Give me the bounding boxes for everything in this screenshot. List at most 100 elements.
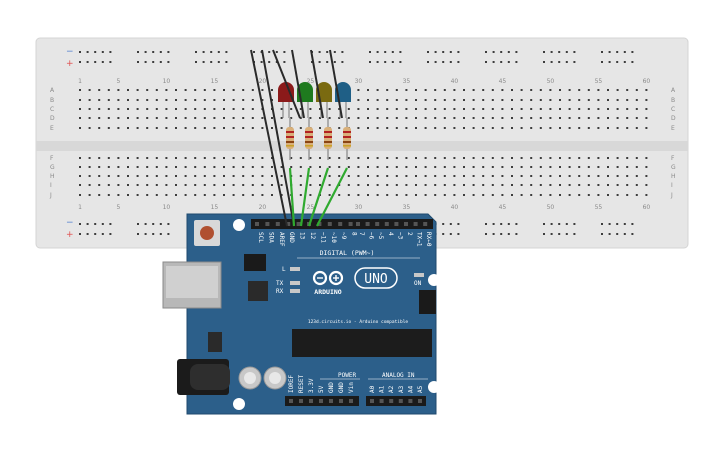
rail-hole[interactable] — [565, 51, 568, 53]
breadboard-hole[interactable] — [443, 127, 446, 129]
breadboard-hole[interactable] — [213, 184, 216, 186]
breadboard-hole[interactable] — [386, 127, 389, 129]
breadboard-hole[interactable] — [213, 117, 216, 119]
rail-hole[interactable] — [109, 233, 112, 235]
rail-hole[interactable] — [427, 61, 429, 63]
breadboard-hole[interactable] — [213, 108, 216, 110]
breadboard-hole[interactable] — [127, 175, 129, 177]
breadboard-hole[interactable] — [424, 175, 427, 177]
breadboard-hole[interactable] — [635, 166, 638, 168]
rail-hole[interactable] — [500, 233, 503, 235]
breadboard-hole[interactable] — [645, 108, 648, 110]
breadboard-hole[interactable] — [463, 117, 465, 119]
breadboard-hole[interactable] — [98, 108, 101, 110]
breadboard-hole[interactable] — [213, 127, 216, 129]
breadboard-hole[interactable] — [155, 99, 158, 101]
breadboard-hole[interactable] — [578, 127, 581, 129]
breadboard-hole[interactable] — [309, 157, 312, 159]
breadboard-hole[interactable] — [251, 166, 254, 168]
breadboard-hole[interactable] — [568, 89, 571, 91]
breadboard-hole[interactable] — [635, 108, 638, 110]
rail-hole[interactable] — [623, 61, 626, 63]
rail-hole[interactable] — [616, 61, 619, 63]
rail-hole[interactable] — [144, 223, 147, 225]
rail-hole[interactable] — [159, 223, 162, 225]
breadboard-hole[interactable] — [434, 117, 437, 119]
breadboard-hole[interactable] — [511, 89, 513, 91]
breadboard-hole[interactable] — [645, 89, 648, 91]
breadboard-hole[interactable] — [645, 175, 648, 177]
rail-hole[interactable] — [515, 233, 518, 235]
breadboard-hole[interactable] — [232, 89, 235, 91]
breadboard-hole[interactable] — [79, 127, 81, 129]
breadboard-hole[interactable] — [587, 194, 590, 196]
breadboard-hole[interactable] — [616, 117, 619, 119]
breadboard-hole[interactable] — [203, 89, 206, 91]
breadboard-hole[interactable] — [443, 175, 446, 177]
rail-hole[interactable] — [225, 51, 228, 53]
breadboard-hole[interactable] — [242, 184, 245, 186]
header-pin[interactable] — [309, 399, 313, 403]
breadboard-hole[interactable] — [79, 108, 81, 110]
rail-hole[interactable] — [283, 61, 286, 63]
breadboard-hole[interactable] — [530, 117, 533, 119]
breadboard-hole[interactable] — [88, 127, 91, 129]
breadboard-hole[interactable] — [559, 175, 561, 177]
breadboard-hole[interactable] — [472, 194, 475, 196]
breadboard-hole[interactable] — [530, 99, 533, 101]
breadboard-hole[interactable] — [117, 194, 120, 196]
breadboard-hole[interactable] — [405, 108, 408, 110]
breadboard-hole[interactable] — [88, 99, 91, 101]
breadboard-hole[interactable] — [434, 99, 437, 101]
breadboard-hole[interactable] — [549, 108, 552, 110]
breadboard-hole[interactable] — [386, 157, 389, 159]
breadboard-hole[interactable] — [443, 184, 446, 186]
rail-hole[interactable] — [434, 61, 437, 63]
breadboard-hole[interactable] — [463, 108, 465, 110]
breadboard-hole[interactable] — [501, 184, 504, 186]
breadboard-hole[interactable] — [242, 108, 245, 110]
breadboard-hole[interactable] — [299, 117, 302, 119]
rail-hole[interactable] — [217, 51, 220, 53]
breadboard-hole[interactable] — [357, 89, 360, 91]
rail-hole[interactable] — [500, 223, 503, 225]
rail-hole[interactable] — [79, 51, 81, 53]
breadboard-hole[interactable] — [482, 117, 485, 119]
breadboard-hole[interactable] — [261, 117, 264, 119]
breadboard-hole[interactable] — [597, 194, 600, 196]
breadboard-hole[interactable] — [453, 157, 456, 159]
rail-hole[interactable] — [608, 51, 611, 53]
rail-hole[interactable] — [492, 223, 495, 225]
breadboard-hole[interactable] — [79, 99, 81, 101]
rail-hole[interactable] — [210, 51, 213, 53]
breadboard-hole[interactable] — [367, 117, 369, 119]
rail-hole[interactable] — [152, 233, 155, 235]
rail-hole[interactable] — [500, 61, 503, 63]
breadboard-hole[interactable] — [635, 127, 638, 129]
rail-hole[interactable] — [558, 223, 561, 225]
breadboard-hole[interactable] — [530, 194, 533, 196]
rail-hole[interactable] — [399, 51, 402, 53]
breadboard-hole[interactable] — [223, 166, 225, 168]
rail-hole[interactable] — [79, 233, 81, 235]
breadboard-hole[interactable] — [367, 127, 369, 129]
breadboard-hole[interactable] — [530, 127, 533, 129]
breadboard-hole[interactable] — [539, 117, 542, 119]
rail-hole[interactable] — [101, 61, 104, 63]
breadboard-hole[interactable] — [338, 157, 341, 159]
breadboard-hole[interactable] — [155, 108, 158, 110]
breadboard-hole[interactable] — [616, 108, 619, 110]
breadboard-hole[interactable] — [463, 194, 465, 196]
breadboard-hole[interactable] — [213, 166, 216, 168]
breadboard-hole[interactable] — [175, 117, 177, 119]
header-pin[interactable] — [413, 222, 418, 226]
breadboard-hole[interactable] — [155, 175, 158, 177]
breadboard-hole[interactable] — [155, 166, 158, 168]
breadboard-hole[interactable] — [626, 157, 629, 159]
breadboard-hole[interactable] — [88, 175, 91, 177]
breadboard-hole[interactable] — [607, 175, 609, 177]
header-pin[interactable] — [379, 399, 384, 403]
breadboard-hole[interactable] — [597, 157, 600, 159]
rail-hole[interactable] — [101, 51, 104, 53]
breadboard-hole[interactable] — [107, 175, 110, 177]
